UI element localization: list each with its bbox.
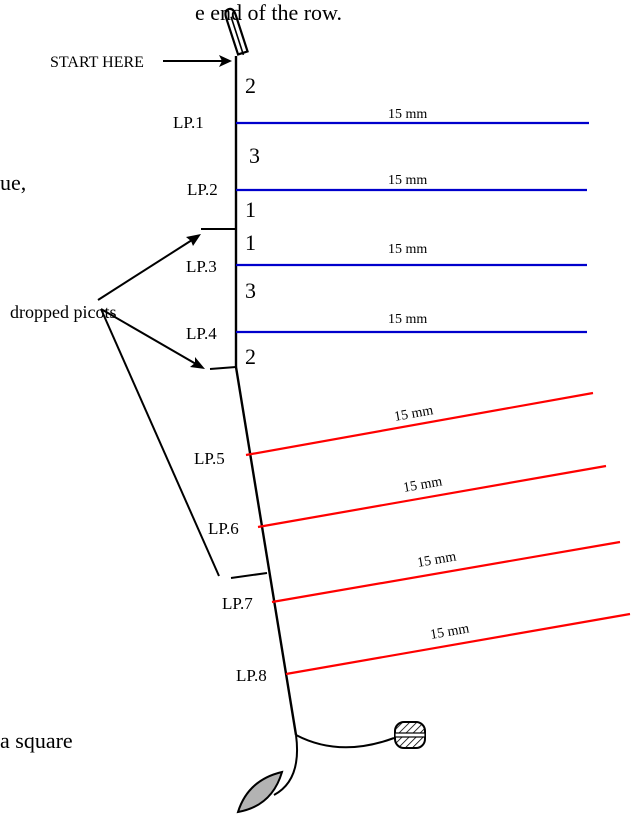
loop-label-4: LP.4 (186, 324, 217, 343)
callout-arrows (97, 234, 220, 577)
loop-length-8: 15 mm (429, 621, 470, 643)
loop-label-6: LP.6 (208, 519, 239, 538)
loops-layer: LP.1 15 mm LP.2 15 mm LP.3 15 mm LP.4 15 mm LP.5… (173, 107, 631, 685)
start-label: START HERE (50, 54, 144, 71)
segment-number: 1 (245, 230, 256, 255)
loop-line-6 (257, 464, 607, 529)
segment-number: 2 (245, 344, 256, 369)
leaf-icon (236, 770, 284, 814)
dropped-picot-marks (201, 228, 268, 579)
loop-label-3: LP.3 (186, 257, 217, 276)
loop-length-1: 15 mm (388, 107, 427, 122)
start-arrow (163, 55, 232, 67)
loop-length-4: 15 mm (388, 312, 427, 327)
loop-label-8: LP.8 (236, 666, 267, 685)
loop-label-1: LP.1 (173, 113, 204, 132)
loop-length-5: 15 mm (393, 403, 434, 425)
segment-number: 3 (245, 278, 256, 303)
ball-thread (295, 734, 395, 749)
loop-line-8 (285, 612, 631, 676)
loop-label-5: LP.5 (194, 449, 225, 468)
loop-line-5 (245, 391, 594, 457)
loop-label-7: LP.7 (222, 594, 253, 613)
callout-label: dropped picots (10, 302, 116, 322)
segment-number: 1 (245, 197, 256, 222)
loop-length-2: 15 mm (388, 173, 427, 188)
shuttle-icon (224, 7, 249, 56)
segment-number: 2 (245, 73, 256, 98)
segment-number: 3 (249, 143, 260, 168)
loop-length-3: 15 mm (388, 242, 427, 257)
loop-length-6: 15 mm (402, 474, 443, 496)
loop-line-7 (271, 540, 621, 604)
thread-ball-icon (394, 721, 426, 749)
loop-label-2: LP.2 (187, 180, 218, 199)
instruction-fragment-bottom: a square (0, 728, 73, 753)
instruction-fragment-side: ue, (0, 170, 26, 195)
instruction-fragment-top: e end of the row. (195, 0, 342, 25)
loop-length-7: 15 mm (416, 549, 457, 570)
